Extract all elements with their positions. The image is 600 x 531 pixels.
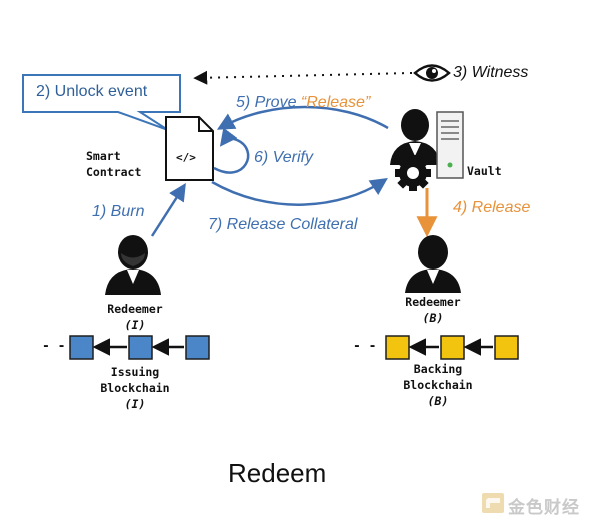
backing-blockchain-label: Backing Blockchain (B) [383,361,493,409]
burn-arrow [150,183,186,237]
backing-blockchain-chain [385,335,519,360]
redeemer-backing-icon [405,235,461,293]
burn-label: 1) Burn [92,203,145,220]
unlock-event-callout [22,74,181,131]
issuing-blockchain-chain [69,335,210,360]
release-collateral-arrow [211,178,388,206]
issuing-chain-ellipsis: - - [42,339,66,354]
server-icon [436,111,464,179]
issuing-blockchain-tag: (I) [124,397,146,411]
backing-blockchain-line2: Blockchain [403,378,473,392]
redeemer-backing-name: Redeemer [405,295,461,309]
release-collateral-label: 7) Release Collateral [208,216,358,233]
backing-blockchain-line1: Backing [413,362,463,376]
unlock-event-label: 2) Unlock event [36,83,148,100]
issuing-blockchain-line2: Blockchain [100,381,170,395]
contract-code-symbol: </> [176,151,196,164]
issuing-blockchain-label: Issuing Blockchain (I) [80,364,190,412]
backing-chain-ellipsis: - - [353,339,377,354]
diagram-title: Redeem [228,458,327,488]
watermark-text: 金色财经 [508,498,580,518]
smart-contract-label-line1: Smart [86,149,121,163]
smart-contract-document-icon [165,116,214,181]
watermark-logo-icon [482,493,504,513]
verify-label: 6) Verify [254,149,313,166]
release-label: 4) Release [453,199,531,216]
prove-release-arrow [216,105,389,130]
prove-release-label: 5) Prove “Release” [236,94,370,112]
witness-label: 3) Witness [453,64,529,81]
redeemer-issuing-icon [105,235,161,295]
prove-release-quote: “Release” [300,94,371,111]
verify-loop-arrow [213,127,250,174]
redeemer-issuing-label: Redeemer (I) [90,301,180,333]
eye-icon [413,64,451,82]
redeemer-backing-label: Redeemer (B) [388,294,478,326]
issuing-blockchain-line1: Issuing [110,365,160,379]
witness-dotted-line [193,70,413,85]
prove-prefix: 5) Prove [236,94,301,111]
redeemer-issuing-tag: (I) [124,318,146,332]
vault-label: Vault [467,164,502,178]
smart-contract-label: Smart Contract [86,148,141,180]
smart-contract-label-line2: Contract [86,165,142,179]
backing-blockchain-tag: (B) [427,394,449,408]
gear-icon [395,155,431,191]
redeemer-backing-tag: (B) [422,311,444,325]
redeemer-issuing-name: Redeemer [107,302,163,316]
